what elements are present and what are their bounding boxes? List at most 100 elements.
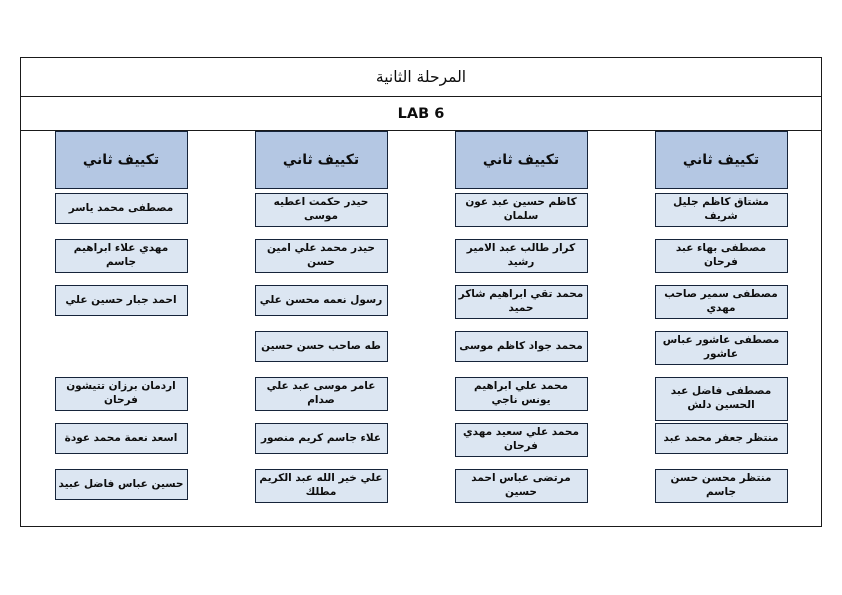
student-cell[interactable]: محمد علي ابراهيم يونس ناجي: [454, 377, 588, 411]
student-name: منتظر محسن حسن جاسم: [670, 472, 772, 498]
student-cell[interactable]: طه صاحب حسن حسين: [254, 331, 388, 362]
roster-cell-slot: منتظر محسن حسن جاسم: [654, 468, 788, 514]
student-name: عامر موسى عبد علي صدام: [266, 380, 376, 406]
student-name: مشتاق كاظم جليل شريف: [673, 196, 769, 222]
student-name: علي خير الله عبد الكريم مطلك: [259, 472, 383, 498]
roster-cell-slot: مصطفى عاشور عباس عاشور: [654, 330, 788, 376]
roster-cell-slot: علي خير الله عبد الكريم مطلك: [254, 468, 388, 514]
table-lab-row: LAB 6: [21, 97, 821, 131]
column-header-label: تكييف ثاني: [482, 152, 560, 168]
table-title-row: المرحلة الثانية: [21, 58, 821, 97]
roster-column-3: تكييف ثاني حيدر حكمت اعطيه موسى حيدر محم…: [221, 131, 421, 514]
column-header-2: تكييف ثاني: [454, 131, 588, 189]
student-cell[interactable]: عامر موسى عبد علي صدام: [254, 377, 388, 411]
student-name: اردمان برزان تتيشون فرحان: [66, 380, 176, 406]
student-cell[interactable]: اسعد نعمة محمد عودة: [54, 423, 188, 454]
student-name: مهدي علاء ابراهيم جاسم: [73, 242, 169, 268]
student-name: علاء جاسم كريم منصور: [260, 431, 382, 444]
student-cell[interactable]: مصطفى عاشور عباس عاشور: [654, 331, 788, 365]
roster-cell-slot: مصطفى بهاء عبد فرحان: [654, 238, 788, 284]
student-cell-empty: [55, 331, 188, 362]
student-cell[interactable]: حيدر حكمت اعطيه موسى: [254, 193, 388, 227]
page-title: المرحلة الثانية: [375, 68, 467, 86]
student-name: محمد علي ابراهيم يونس ناجي: [473, 380, 569, 406]
roster-cell-slot: مرتضى عباس احمد حسين: [454, 468, 588, 514]
roster-cell-slot: عامر موسى عبد علي صدام: [254, 376, 388, 422]
roster-cell-slot: رسول نعمه محسن علي: [254, 284, 388, 330]
student-cell[interactable]: مهدي علاء ابراهيم جاسم: [54, 239, 188, 273]
student-cell[interactable]: علاء جاسم كريم منصور: [254, 423, 388, 454]
student-roster-table: المرحلة الثانية LAB 6 تكييف ثاني مشتاق ك…: [20, 57, 822, 527]
roster-cell-slot: علاء جاسم كريم منصور: [254, 422, 388, 468]
student-cell[interactable]: مصطفى فاضل عبد الحسين دلش: [654, 377, 788, 421]
roster-cell-slot-empty: [55, 330, 188, 376]
column-header-3: تكييف ثاني: [254, 131, 388, 189]
student-name: مصطفى محمد ياسر: [68, 201, 174, 214]
roster-column-2: تكييف ثاني كاظم حسين عبد عون سلمان كرار …: [421, 131, 621, 514]
student-cell[interactable]: علي خير الله عبد الكريم مطلك: [254, 469, 388, 503]
roster-cell-slot: مشتاق كاظم جليل شريف: [654, 192, 788, 238]
student-name: حيدر محمد علي امين حسن: [266, 242, 376, 268]
student-cell[interactable]: منتظر جعفر محمد عبد: [654, 423, 788, 454]
student-name: طه صاحب حسن حسين: [261, 339, 381, 352]
roster-cell-slot: حيدر محمد علي امين حسن: [254, 238, 388, 284]
roster-cell-slot: احمد جبار حسين علي: [54, 284, 188, 330]
roster-cell-slot: حيدر حكمت اعطيه موسى: [254, 192, 388, 238]
student-name: مصطفى بهاء عبد فرحان: [675, 242, 767, 268]
roster-column-1: تكييف ثاني مشتاق كاظم جليل شريف مصطفى به…: [621, 131, 821, 514]
student-cell[interactable]: احمد جبار حسين علي: [54, 285, 188, 316]
roster-cell-slot: اسعد نعمة محمد عودة: [54, 422, 188, 468]
roster-cell-slot: محمد علي ابراهيم يونس ناجي: [454, 376, 588, 422]
student-cell[interactable]: مرتضى عباس احمد حسين: [454, 469, 588, 503]
roster-cell-slot: مصطفى محمد ياسر: [54, 192, 188, 238]
student-name: كرار طالب عبد الامير رشيد: [466, 242, 576, 268]
roster-cell-slot: محمد تقي ابراهيم شاكر حميد: [454, 284, 588, 330]
student-name: حيدر حكمت اعطيه موسى: [273, 196, 369, 222]
student-name: محمد تقي ابراهيم شاكر حميد: [458, 288, 584, 314]
roster-cell-slot: حسين عباس فاضل عبيد: [54, 468, 188, 514]
roster-cell-slot: مصطفى فاضل عبد الحسين دلش: [654, 376, 788, 422]
student-cell[interactable]: منتظر محسن حسن جاسم: [654, 469, 788, 503]
student-cell[interactable]: مصطفى محمد ياسر: [54, 193, 188, 224]
roster-cell-slot: طه صاحب حسن حسين: [254, 330, 388, 376]
roster-column-4: تكييف ثاني مصطفى محمد ياسر مهدي علاء ابر…: [21, 131, 221, 514]
student-cell[interactable]: محمد جواد كاظم موسى: [454, 331, 588, 362]
roster-cell-slot: مصطفى سمير صاحب مهدي: [654, 284, 788, 330]
student-cell[interactable]: اردمان برزان تتيشون فرحان: [54, 377, 188, 411]
column-header-label: تكييف ثاني: [682, 152, 760, 168]
student-name: مصطفى سمير صاحب مهدي: [664, 288, 778, 314]
column-header-4: تكييف ثاني: [54, 131, 188, 189]
student-name: مصطفى عاشور عباس عاشور: [662, 334, 780, 360]
roster-cell-slot: محمد علي سعيد مهدي فرحان: [454, 422, 588, 468]
roster-cell-slot: كرار طالب عبد الامير رشيد: [454, 238, 588, 284]
roster-cell-slot: اردمان برزان تتيشون فرحان: [54, 376, 188, 422]
student-name: رسول نعمه محسن علي: [259, 293, 383, 306]
student-name: محمد جواد كاظم موسى: [459, 339, 583, 352]
student-name: كاظم حسين عبد عون سلمان: [465, 196, 577, 222]
student-cell[interactable]: مصطفى سمير صاحب مهدي: [654, 285, 788, 319]
student-name: مرتضى عباس احمد حسين: [471, 472, 571, 498]
column-header-label: تكييف ثاني: [282, 152, 360, 168]
student-name: اسعد نعمة محمد عودة: [64, 431, 178, 444]
student-name: مصطفى فاضل عبد الحسين دلش: [670, 385, 772, 411]
student-cell[interactable]: حسين عباس فاضل عبيد: [54, 469, 188, 500]
lab-label: LAB 6: [397, 105, 445, 122]
student-cell[interactable]: رسول نعمه محسن علي: [254, 285, 388, 316]
roster-cell-slot: منتظر جعفر محمد عبد: [654, 422, 788, 468]
roster-cell-slot: محمد جواد كاظم موسى: [454, 330, 588, 376]
student-name: منتظر جعفر محمد عبد: [663, 431, 779, 444]
student-cell[interactable]: كاظم حسين عبد عون سلمان: [454, 193, 588, 227]
student-cell[interactable]: محمد تقي ابراهيم شاكر حميد: [454, 285, 588, 319]
student-name: محمد علي سعيد مهدي فرحان: [463, 426, 579, 452]
roster-cell-slot: كاظم حسين عبد عون سلمان: [454, 192, 588, 238]
student-cell[interactable]: مشتاق كاظم جليل شريف: [654, 193, 788, 227]
roster-columns: تكييف ثاني مشتاق كاظم جليل شريف مصطفى به…: [21, 131, 821, 526]
student-name: حسين عباس فاضل عبيد: [58, 477, 184, 490]
student-cell[interactable]: محمد علي سعيد مهدي فرحان: [454, 423, 588, 457]
student-cell[interactable]: مصطفى بهاء عبد فرحان: [654, 239, 788, 273]
student-name: احمد جبار حسين علي: [65, 293, 177, 306]
column-header-1: تكييف ثاني: [654, 131, 788, 189]
student-cell[interactable]: كرار طالب عبد الامير رشيد: [454, 239, 588, 273]
student-cell[interactable]: حيدر محمد علي امين حسن: [254, 239, 388, 273]
